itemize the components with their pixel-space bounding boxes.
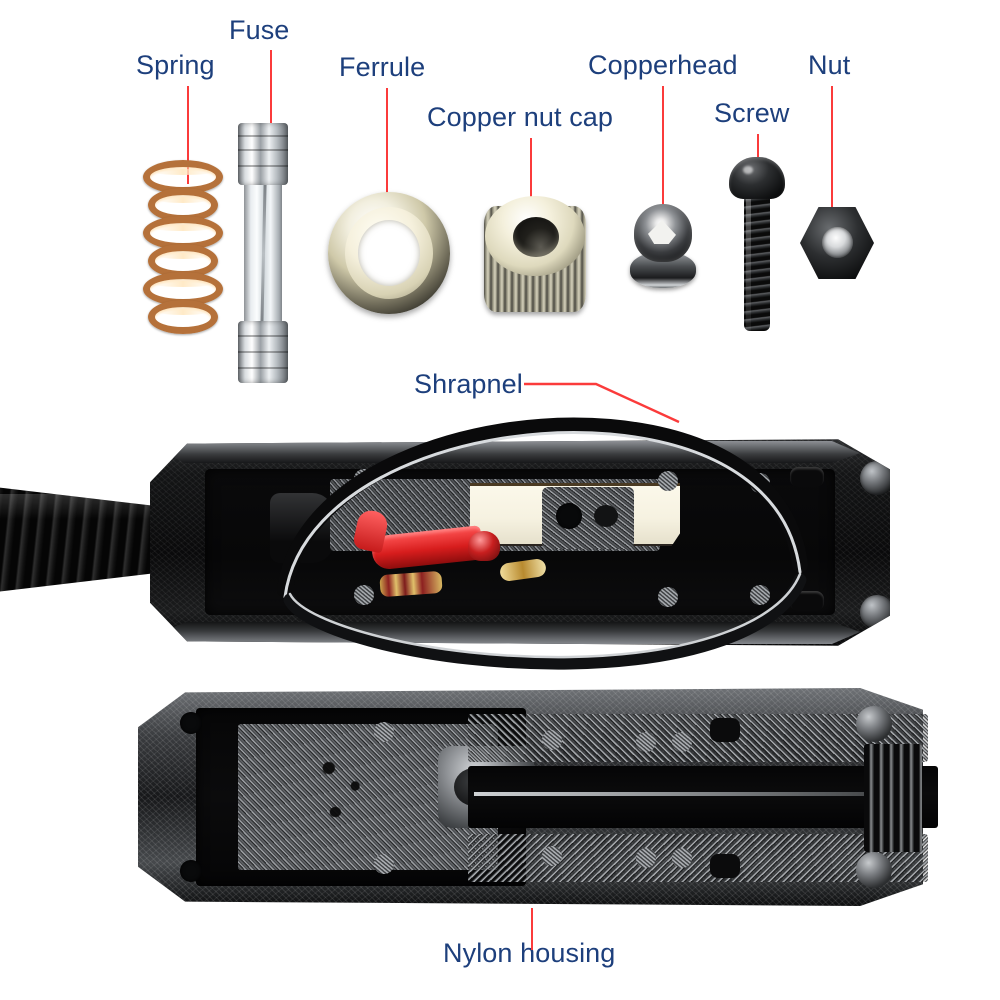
part-screw bbox=[729, 157, 785, 331]
leader-line-fuse bbox=[270, 50, 272, 153]
label-ferrule: Ferrule bbox=[339, 52, 426, 82]
lower-nylon-housing bbox=[138, 688, 938, 906]
leader-line-nylon-housing bbox=[531, 908, 533, 950]
alignment-nub bbox=[710, 854, 740, 878]
label-shrapnel: Shrapnel bbox=[414, 369, 523, 399]
part-nut bbox=[800, 207, 874, 279]
housing-screw-boss bbox=[542, 846, 562, 866]
leader-line-ferrule bbox=[386, 88, 388, 203]
label-nut: Nut bbox=[808, 50, 851, 80]
indicator-led bbox=[468, 531, 500, 561]
corner-hole bbox=[180, 860, 202, 882]
housing-screw-boss bbox=[658, 471, 678, 491]
fuse-channel bbox=[468, 766, 938, 828]
housing-rivet bbox=[856, 706, 892, 742]
tip-contact-block bbox=[542, 487, 634, 549]
part-copperhead bbox=[630, 204, 696, 290]
alignment-nub bbox=[790, 467, 824, 487]
housing-rivet bbox=[856, 852, 892, 888]
copper-nut-cap-bore bbox=[513, 217, 559, 257]
part-ferrule bbox=[328, 192, 450, 314]
housing-screw-boss bbox=[542, 730, 562, 750]
label-copperhead: Copperhead bbox=[588, 50, 738, 80]
leader-line-screw bbox=[757, 134, 759, 176]
screw-pan-head bbox=[729, 157, 785, 199]
alignment-nub bbox=[710, 718, 740, 742]
part-copper-nut-cap bbox=[484, 196, 586, 312]
upper-housing-assembly bbox=[0, 415, 900, 670]
leader-line-nut bbox=[831, 86, 833, 225]
label-nylon-housing: Nylon housing bbox=[443, 938, 616, 968]
label-screw: Screw bbox=[714, 98, 790, 128]
molded-logo-mark bbox=[298, 746, 408, 846]
part-shrapnel-clip bbox=[277, 417, 808, 670]
label-spring: Spring bbox=[136, 50, 215, 80]
housing-screw-boss bbox=[374, 854, 394, 874]
fuse-end-cap-bottom bbox=[238, 321, 288, 383]
part-spring bbox=[143, 160, 223, 345]
part-fuse bbox=[238, 123, 288, 383]
copperhead-dome bbox=[634, 204, 692, 262]
label-copper-nut-cap: Copper nut cap bbox=[427, 102, 614, 132]
leader-line-spring bbox=[187, 86, 189, 184]
nut-threaded-hole bbox=[822, 227, 853, 258]
housing-screw-boss bbox=[658, 587, 678, 607]
leader-line-copper-nut-cap bbox=[530, 138, 532, 218]
housing-screw-boss bbox=[374, 722, 394, 742]
spring-coil bbox=[148, 300, 218, 334]
screw-threaded-shank bbox=[744, 195, 770, 331]
nose-grooves bbox=[864, 744, 922, 852]
housing-screw-boss bbox=[750, 585, 770, 605]
housing-screw-boss bbox=[636, 848, 656, 868]
corner-hole bbox=[180, 712, 202, 734]
housing-screw-boss bbox=[636, 732, 656, 752]
label-fuse: Fuse bbox=[229, 15, 290, 45]
housing-screw-boss bbox=[672, 732, 692, 752]
fuse-end-cap-top bbox=[238, 123, 288, 185]
leader-line-copperhead bbox=[662, 86, 664, 222]
housing-screw-boss bbox=[354, 585, 374, 605]
housing-rivet bbox=[860, 461, 890, 495]
housing-screw-boss bbox=[672, 848, 692, 868]
